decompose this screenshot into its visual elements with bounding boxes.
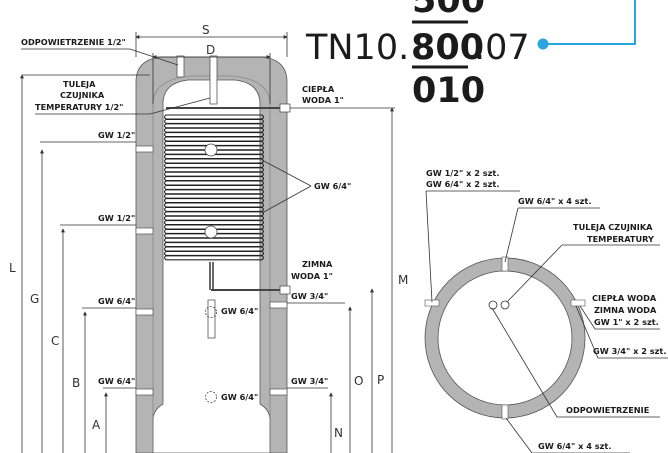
label-gw-64-left-2: GW 6/4" <box>98 376 135 386</box>
label-top-gw-64-x4-top: GW 6/4" x 4 szt. <box>518 196 591 206</box>
label-gw-34-right-2: GW 3/4" <box>291 376 328 386</box>
tank-side-view <box>135 55 291 453</box>
sensor-circle <box>500 300 510 310</box>
right-port-2 <box>269 388 288 396</box>
hot-water-outlet <box>279 103 291 113</box>
label-top-tuleja-2: TEMPERATURY <box>587 234 655 244</box>
tank-top-view: GW 1/2" x 2 szt. GW 6/4" x 2 szt. GW 6/4… <box>424 168 668 453</box>
center-port-2 <box>205 391 217 403</box>
label-top-gw-64-x4-bottom: GW 6/4" x 4 szt. <box>538 441 611 451</box>
cold-water-inlet <box>279 285 291 295</box>
code-bottom-value: 010 <box>412 71 485 111</box>
label-ciepla-2: WODA 1" <box>302 95 344 105</box>
label-gw-64-mid-1: GW 6/4" <box>221 306 258 316</box>
label-top-zimna-woda: ZIMNA WODA <box>594 305 657 315</box>
dim-A: A <box>92 418 101 432</box>
dim-O: O <box>354 374 363 388</box>
inner-tank <box>152 79 271 453</box>
label-top-gw-half-x2: GW 1/2" x 2 szt. <box>426 168 499 178</box>
left-port-3 <box>135 308 154 316</box>
vent-fitting <box>176 55 185 78</box>
left-port-2 <box>135 227 154 235</box>
label-top-gw-64-x2: GW 6/4" x 2 szt. <box>426 179 499 189</box>
side-view-labels: ODPOWIETRZENIE 1/2" TULEJA CZUJNIKA TEMP… <box>21 37 351 402</box>
center-port-1 <box>205 306 217 318</box>
label-gw-half-1: GW 1/2" <box>98 130 135 140</box>
label-odpowietrzenie: ODPOWIETRZENIE 1/2" <box>21 37 126 47</box>
label-tuleja-3: TEMPERATURY 1/2" <box>35 102 123 112</box>
vent-circle <box>488 300 498 310</box>
dim-B: B <box>72 376 80 390</box>
dimension-lines: S D L G C B A M P O N <box>9 23 408 453</box>
label-gw-64-mid-2: GW 6/4" <box>221 392 258 402</box>
label-tuleja-1: TULEJA <box>63 79 96 89</box>
label-gw-half-2: GW 1/2" <box>98 213 135 223</box>
dim-L: L <box>9 261 16 275</box>
coil-turn <box>163 255 265 261</box>
dim-N: N <box>334 426 343 440</box>
top-port <box>501 256 509 272</box>
code-accent-dot <box>537 38 549 50</box>
inner-circle <box>437 270 573 406</box>
code-mid-value: 800 <box>411 28 484 68</box>
left-port-4 <box>135 388 154 396</box>
sensor-sleeve <box>209 55 218 105</box>
label-zimna-1: ZIMNA <box>302 259 333 269</box>
dim-D: D <box>206 43 215 57</box>
code-suffix: .07 <box>474 28 530 68</box>
bottom-port <box>501 404 509 420</box>
right-port-1 <box>269 301 288 309</box>
label-zimna-2: WODA 1" <box>291 271 333 281</box>
product-code: 500 TN10. 800 .07 010 <box>305 0 636 111</box>
code-top-value: 500 <box>412 0 485 21</box>
label-gw-64-left-1: GW 6/4" <box>98 296 135 306</box>
label-top-gw-1-x2: GW 1" x 2 szt. <box>594 317 659 327</box>
label-gw-34-right-1: GW 3/4" <box>291 291 328 301</box>
label-top-ciepla-woda: CIEPŁA WODA <box>592 293 657 303</box>
label-tuleja-2: CZUJNIKA <box>60 90 105 100</box>
coil-port-2 <box>204 225 218 239</box>
left-port-1 <box>135 145 154 153</box>
code-prefix: TN10. <box>305 28 409 68</box>
dim-G: G <box>30 292 39 306</box>
dim-M: M <box>398 273 408 287</box>
right-port <box>570 299 586 307</box>
dim-P: P <box>377 373 384 387</box>
dim-S: S <box>202 23 210 37</box>
dim-C: C <box>51 334 59 348</box>
heating-coil <box>163 114 265 261</box>
label-gw-64-coil: GW 6/4" <box>314 181 351 191</box>
label-ciepla-1: CIEPŁA <box>302 84 335 94</box>
label-top-tuleja-1: TULEJA CZUJNIKA <box>573 222 653 232</box>
label-top-odpowietrzenie: ODPOWIETRZENIE <box>566 405 649 415</box>
code-accent-line <box>548 0 636 45</box>
coil-port-1 <box>204 143 218 157</box>
label-top-gw-34-x2: GW 3/4" x 2 szt. <box>593 346 666 356</box>
